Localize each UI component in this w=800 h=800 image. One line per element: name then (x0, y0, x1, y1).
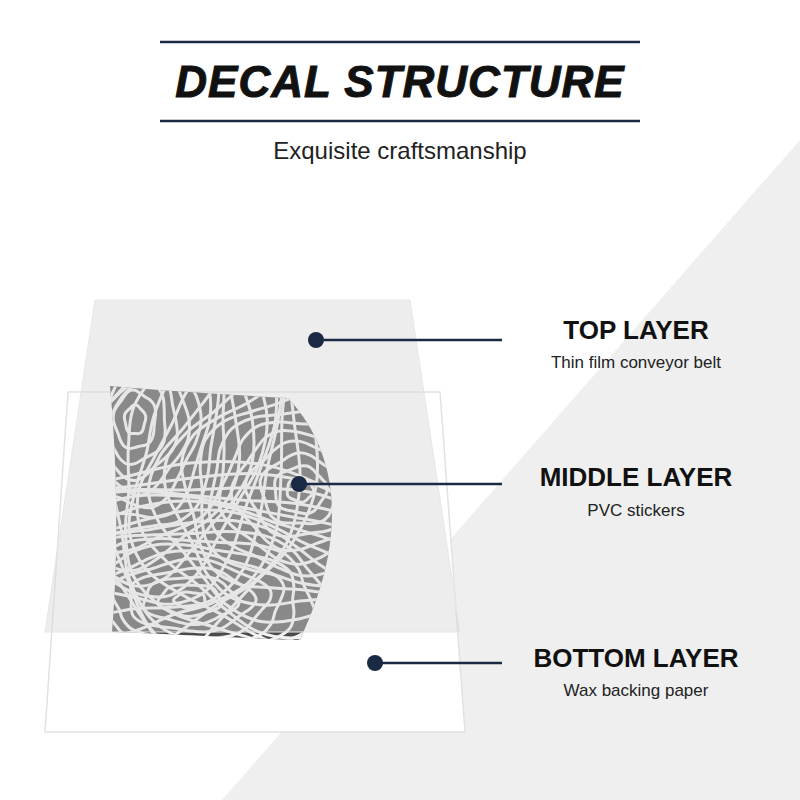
title-rule (160, 41, 640, 44)
layer-heading: BOTTOM LAYER (533, 643, 738, 674)
subtitle: Exquisite craftsmanship (273, 137, 526, 165)
title: DECAL STRUCTURE (175, 57, 624, 107)
layer-heading: MIDDLE LAYER (540, 462, 733, 493)
leader-line (375, 662, 502, 665)
transfer-film (45, 300, 460, 632)
title-rule (160, 120, 640, 123)
leader-dot (308, 332, 324, 348)
layer-description: PVC stickers (587, 501, 684, 521)
leader-line (316, 339, 502, 342)
layer-description: Wax backing paper (564, 681, 709, 701)
leader-dot (367, 655, 383, 671)
leader-line (299, 483, 502, 486)
layer-description: Thin film conveyor belt (551, 353, 721, 373)
leader-dot (291, 476, 307, 492)
contour-pattern (0, 187, 514, 734)
layer-heading: TOP LAYER (563, 315, 708, 346)
